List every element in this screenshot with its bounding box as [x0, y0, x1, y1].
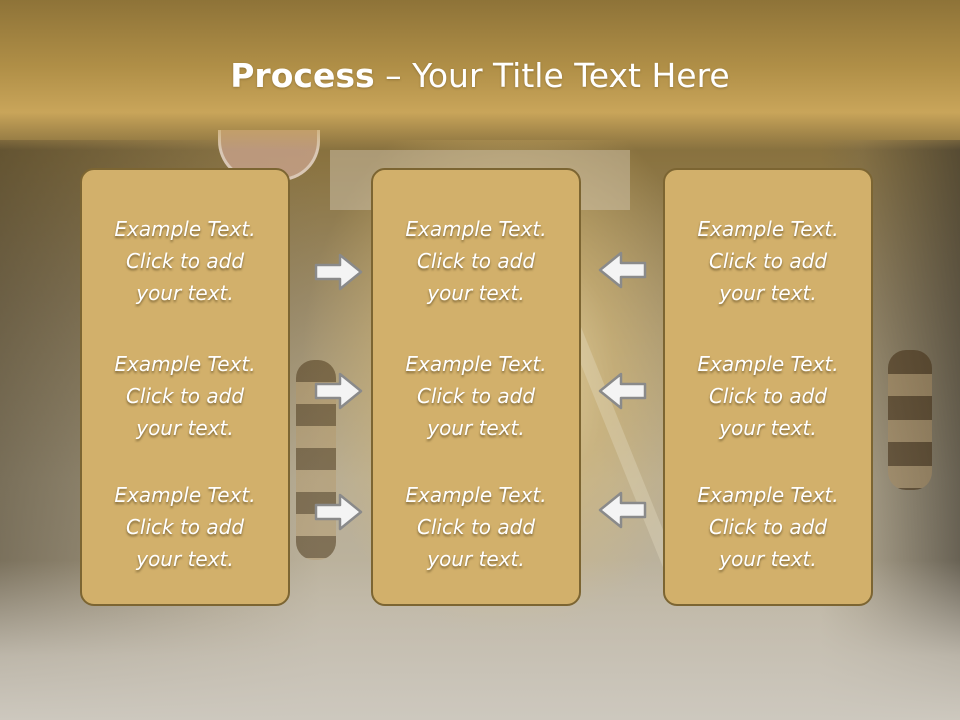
text-placeholder[interactable]: Example Text. Click to add your text. — [665, 479, 871, 575]
entry-line: your text. — [719, 416, 817, 440]
entry-line: your text. — [136, 416, 234, 440]
text-placeholder[interactable]: Example Text. Click to add your text. — [665, 213, 871, 309]
title-bold: Process — [230, 56, 375, 95]
entry-line: Example Text. — [405, 483, 547, 507]
arrow-left-icon[interactable] — [597, 490, 647, 530]
entry-line: your text. — [427, 416, 525, 440]
entry-line: Click to add — [125, 515, 245, 539]
text-placeholder[interactable]: Example Text. Click to add your text. — [665, 348, 871, 444]
entry-line: Click to add — [708, 249, 828, 273]
entry-line: your text. — [427, 281, 525, 305]
title-band — [0, 0, 960, 150]
text-placeholder[interactable]: Example Text. Click to add your text. — [82, 213, 288, 309]
entry-line: Example Text. — [114, 217, 256, 241]
entry-line: your text. — [136, 547, 234, 571]
title-separator: – — [374, 56, 413, 95]
process-box-right[interactable]: Example Text. Click to add your text. Ex… — [663, 168, 873, 606]
text-placeholder[interactable]: Example Text. Click to add your text. — [82, 348, 288, 444]
arrow-left-icon[interactable] — [597, 250, 647, 290]
entry-line: Click to add — [416, 249, 536, 273]
title-rest: Your Title Text Here — [412, 56, 730, 95]
text-placeholder[interactable]: Example Text. Click to add your text. — [373, 479, 579, 575]
text-placeholder[interactable]: Example Text. Click to add your text. — [373, 213, 579, 309]
entry-line: Example Text. — [114, 352, 256, 376]
entry-line: Click to add — [416, 384, 536, 408]
text-placeholder[interactable]: Example Text. Click to add your text. — [82, 479, 288, 575]
background-roller-right — [888, 350, 932, 490]
entry-line: Example Text. — [405, 352, 547, 376]
entry-line: Example Text. — [697, 483, 839, 507]
entry-line: your text. — [719, 281, 817, 305]
entry-line: Click to add — [416, 515, 536, 539]
entry-line: Click to add — [125, 384, 245, 408]
entry-line: your text. — [136, 281, 234, 305]
entry-line: your text. — [427, 547, 525, 571]
entry-line: your text. — [719, 547, 817, 571]
entry-line: Example Text. — [405, 217, 547, 241]
entry-line: Example Text. — [697, 352, 839, 376]
text-placeholder[interactable]: Example Text. Click to add your text. — [373, 348, 579, 444]
slide-title[interactable]: Process – Your Title Text Here — [0, 54, 960, 98]
arrow-right-icon[interactable] — [314, 492, 364, 532]
entry-line: Click to add — [125, 249, 245, 273]
arrow-right-icon[interactable] — [314, 252, 364, 292]
process-box-left[interactable]: Example Text. Click to add your text. Ex… — [80, 168, 290, 606]
entry-line: Click to add — [708, 515, 828, 539]
entry-line: Click to add — [708, 384, 828, 408]
process-box-middle[interactable]: Example Text. Click to add your text. Ex… — [371, 168, 581, 606]
entry-line: Example Text. — [114, 483, 256, 507]
arrow-left-icon[interactable] — [597, 371, 647, 411]
entry-line: Example Text. — [697, 217, 839, 241]
arrow-right-icon[interactable] — [314, 371, 364, 411]
